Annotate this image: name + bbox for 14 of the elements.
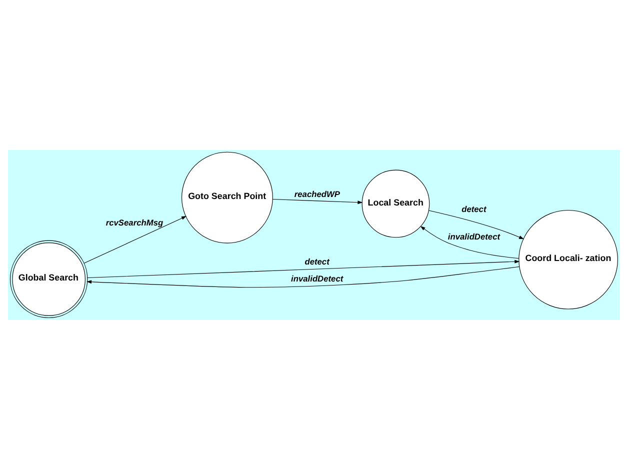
edge-label: rcvSearchMsg <box>106 217 164 228</box>
arrow <box>428 210 524 239</box>
node-circle: Global Search <box>10 240 88 318</box>
edge-label: detect <box>304 256 330 266</box>
edge-label: detect <box>462 204 486 214</box>
edge-label: invalidDetect <box>291 272 344 283</box>
arrow <box>420 225 520 258</box>
node-circle: Local Search <box>362 169 430 238</box>
arrow <box>272 198 363 204</box>
arrow <box>84 216 187 264</box>
arrow <box>86 266 520 288</box>
edge-label: invalidDetect <box>448 231 500 242</box>
edge-label: reachedWP <box>294 188 340 199</box>
arrow <box>87 259 520 278</box>
